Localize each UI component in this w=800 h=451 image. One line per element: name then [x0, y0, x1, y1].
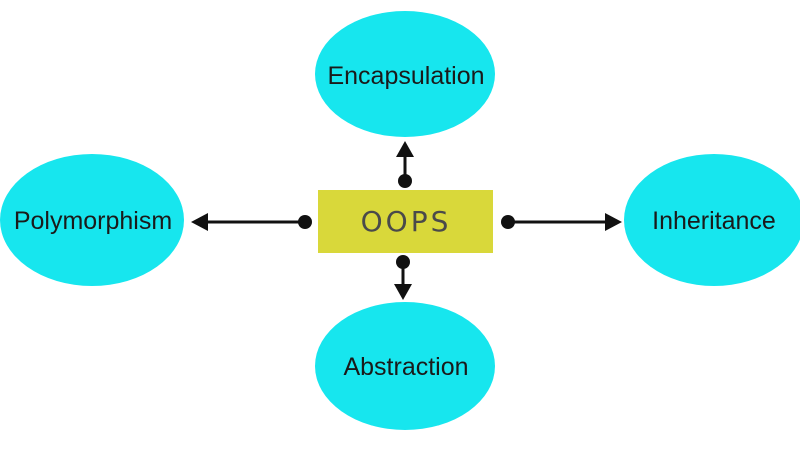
- arrowhead: [394, 284, 412, 300]
- node-encapsulation: [315, 11, 495, 137]
- node-label-abstraction: Abstraction: [343, 353, 468, 381]
- connector-left: [191, 213, 312, 231]
- arrowhead: [605, 213, 622, 231]
- arrowhead: [396, 141, 414, 157]
- node-label-inheritance: Inheritance: [652, 207, 776, 235]
- node-inheritance: [624, 154, 800, 286]
- node-polymorphism: [0, 154, 184, 286]
- connector-down: [394, 255, 412, 300]
- connector-up: [396, 141, 414, 188]
- arrowhead: [191, 213, 208, 231]
- node-label-encapsulation: Encapsulation: [327, 62, 484, 90]
- node-abstraction: [315, 302, 495, 430]
- center-box: [318, 190, 493, 253]
- node-label-polymorphism: Polymorphism: [14, 207, 172, 235]
- center-label: OOPS: [361, 205, 452, 238]
- connector-right: [501, 213, 622, 231]
